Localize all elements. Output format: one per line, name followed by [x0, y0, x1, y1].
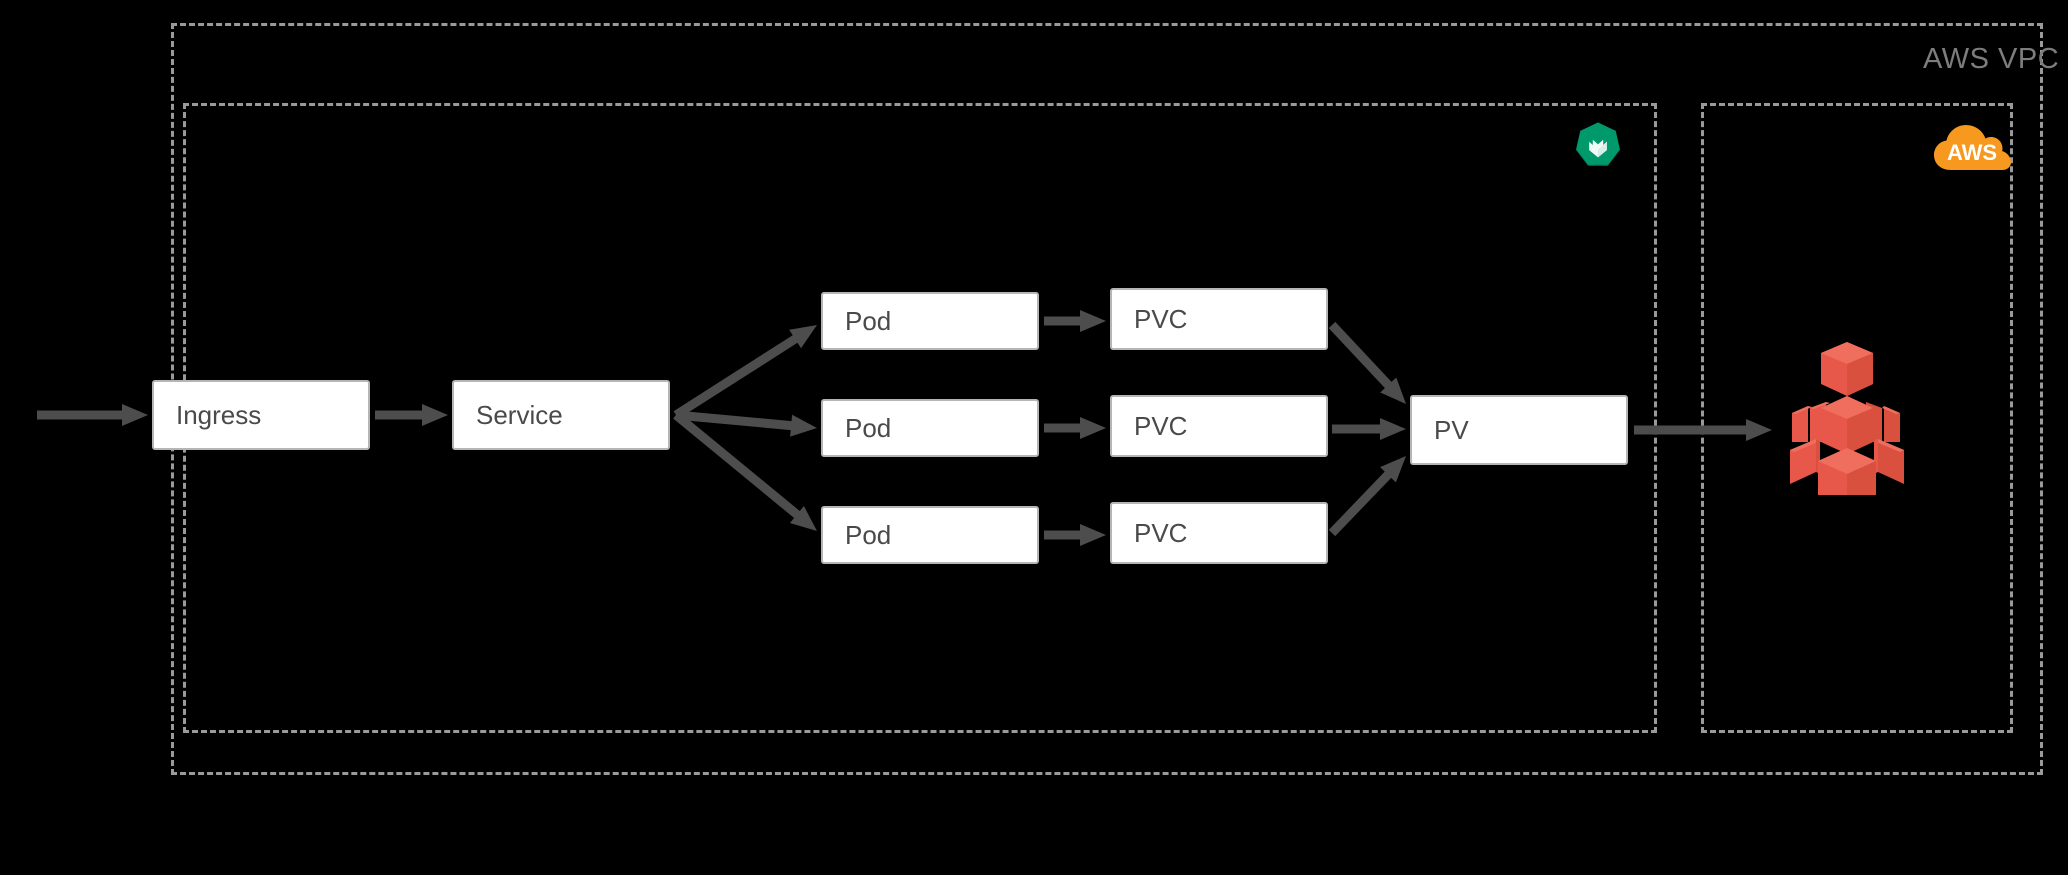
- node-pod-1[interactable]: Pod: [821, 292, 1039, 350]
- node-pvc-2[interactable]: PVC: [1110, 395, 1328, 457]
- node-label-pod-3: Pod: [845, 520, 892, 550]
- group-aws-storage: [1701, 103, 2013, 733]
- node-label-ingress: Ingress: [176, 400, 262, 430]
- node-label-service: Service: [476, 400, 563, 430]
- node-label-pvc-2: PVC: [1134, 411, 1188, 441]
- node-label-pod-1: Pod: [845, 306, 892, 336]
- node-pvc-1[interactable]: PVC: [1110, 288, 1328, 350]
- edge-external-to-ingress: [37, 404, 148, 426]
- cube-top: [1821, 342, 1873, 396]
- group-label-aws-vpc: AWS VPC: [1923, 43, 2060, 75]
- node-label-pvc-3: PVC: [1134, 518, 1188, 548]
- node-ingress[interactable]: Ingress: [152, 380, 370, 450]
- kubernetes-heptagon: [1576, 122, 1620, 165]
- node-pv[interactable]: PV: [1410, 395, 1628, 465]
- node-label-pv: PV: [1434, 415, 1469, 445]
- node-service[interactable]: Service: [452, 380, 670, 450]
- node-pod-3[interactable]: Pod: [821, 506, 1039, 564]
- aws-storage-cubes-icon: [1772, 338, 1922, 503]
- aws-cloud-icon: AWS: [1932, 122, 2012, 179]
- cloud-label: AWS: [1947, 140, 1997, 165]
- cloud-shape: [1934, 125, 2011, 170]
- kubernetes-icon: [1572, 121, 1624, 178]
- kubernetes-helm-shade: [1598, 141, 1607, 158]
- node-label-pod-2: Pod: [845, 413, 892, 443]
- cube-row-middle: [1792, 396, 1900, 454]
- node-label-pvc-1: PVC: [1134, 304, 1188, 334]
- node-pvc-3[interactable]: PVC: [1110, 502, 1328, 564]
- cube-row-bottom: [1790, 439, 1904, 495]
- node-pod-2[interactable]: Pod: [821, 399, 1039, 457]
